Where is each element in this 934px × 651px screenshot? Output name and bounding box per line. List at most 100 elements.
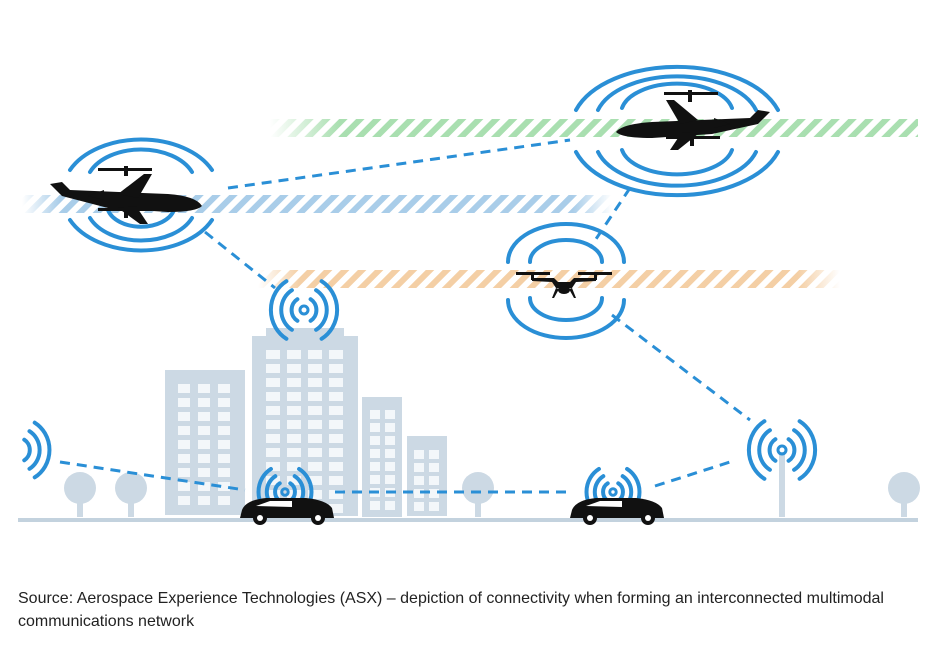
building-window — [329, 364, 343, 373]
building-window — [287, 462, 301, 471]
building-window — [308, 476, 322, 485]
signal-rings-drone — [506, 222, 626, 340]
building-window — [218, 496, 230, 505]
figure-caption: Source: Aerospace Experience Technologie… — [18, 590, 884, 630]
connectivity-diagram — [18, 64, 920, 525]
building-window — [287, 476, 301, 485]
building-window — [308, 350, 322, 359]
building-window — [198, 412, 210, 421]
building-window — [370, 436, 380, 445]
building-window — [287, 350, 301, 359]
building-window — [329, 420, 343, 429]
link-evtol-to-evtol — [227, 138, 571, 190]
building-window — [198, 384, 210, 393]
building-window — [178, 468, 190, 477]
building-window — [329, 462, 343, 471]
building-window — [266, 392, 280, 401]
building-window — [287, 448, 301, 457]
wifi-signal-left — [22, 420, 52, 480]
building-window — [266, 364, 280, 373]
building-window — [308, 364, 322, 373]
building-window — [287, 364, 301, 373]
building-window — [178, 482, 190, 491]
building-window — [385, 449, 395, 458]
signal-rings-evtol-right — [574, 64, 780, 198]
signal-arc — [792, 428, 807, 472]
building-window — [308, 392, 322, 401]
building-window — [308, 420, 322, 429]
building — [407, 436, 447, 516]
building-window — [198, 468, 210, 477]
building-window — [308, 434, 322, 443]
building-window — [178, 496, 190, 505]
tree — [888, 472, 920, 517]
signal-arc — [314, 288, 329, 332]
building-window — [385, 475, 395, 484]
building-window — [178, 426, 190, 435]
building-window — [429, 463, 439, 472]
building-window — [266, 406, 280, 415]
building-window — [287, 434, 301, 443]
signal-dot — [298, 304, 310, 316]
building-window — [266, 434, 280, 443]
building-window — [370, 423, 380, 432]
building-window — [218, 454, 230, 463]
building-window — [287, 406, 301, 415]
wifi-signal-building — [268, 279, 340, 341]
signal-arc — [786, 437, 797, 463]
building-window — [370, 501, 380, 510]
building-window — [198, 496, 210, 505]
building-window — [329, 476, 343, 485]
building-window — [287, 420, 301, 429]
building — [362, 397, 402, 517]
signal-arc — [757, 428, 772, 472]
building-window — [370, 475, 380, 484]
tree — [64, 472, 96, 517]
signal-arc — [319, 279, 340, 341]
connection-links — [59, 138, 751, 494]
signal-arc — [797, 419, 818, 481]
building-window — [178, 412, 190, 421]
building-window — [198, 454, 210, 463]
signal-dot — [776, 444, 788, 456]
building-window — [198, 426, 210, 435]
building-window — [266, 378, 280, 387]
signal-arc — [27, 429, 42, 471]
building-window — [385, 436, 395, 445]
building-window — [385, 462, 395, 471]
building-window — [266, 350, 280, 359]
building-window — [218, 440, 230, 449]
car-icon — [570, 498, 664, 525]
link-evtol-to-drone — [588, 187, 632, 249]
trees — [64, 472, 920, 517]
building-window — [329, 350, 343, 359]
signal-rings-evtol-left — [68, 137, 214, 253]
building-window — [198, 398, 210, 407]
building-window — [198, 482, 210, 491]
building-window — [266, 462, 280, 471]
ground-line — [18, 518, 918, 522]
building-window — [178, 440, 190, 449]
building-window — [429, 502, 439, 511]
building-window — [308, 406, 322, 415]
building-window — [178, 384, 190, 393]
building-window — [329, 434, 343, 443]
building-window — [370, 449, 380, 458]
signal-arc — [279, 288, 294, 332]
broadcast-tower-icon — [779, 452, 785, 517]
building-window — [178, 454, 190, 463]
tree — [462, 472, 494, 517]
building-window — [329, 490, 343, 499]
building-window — [266, 448, 280, 457]
building-window — [429, 489, 439, 498]
building-window — [385, 423, 395, 432]
signal-arc — [32, 420, 52, 480]
wifi-signal-tower — [746, 419, 818, 481]
building-window — [370, 410, 380, 419]
building-window — [370, 462, 380, 471]
signal-arc — [289, 297, 300, 323]
building-window — [218, 398, 230, 407]
evtol-aircraft-icon — [50, 166, 202, 224]
tree — [115, 472, 147, 517]
signal-arc — [22, 437, 32, 463]
